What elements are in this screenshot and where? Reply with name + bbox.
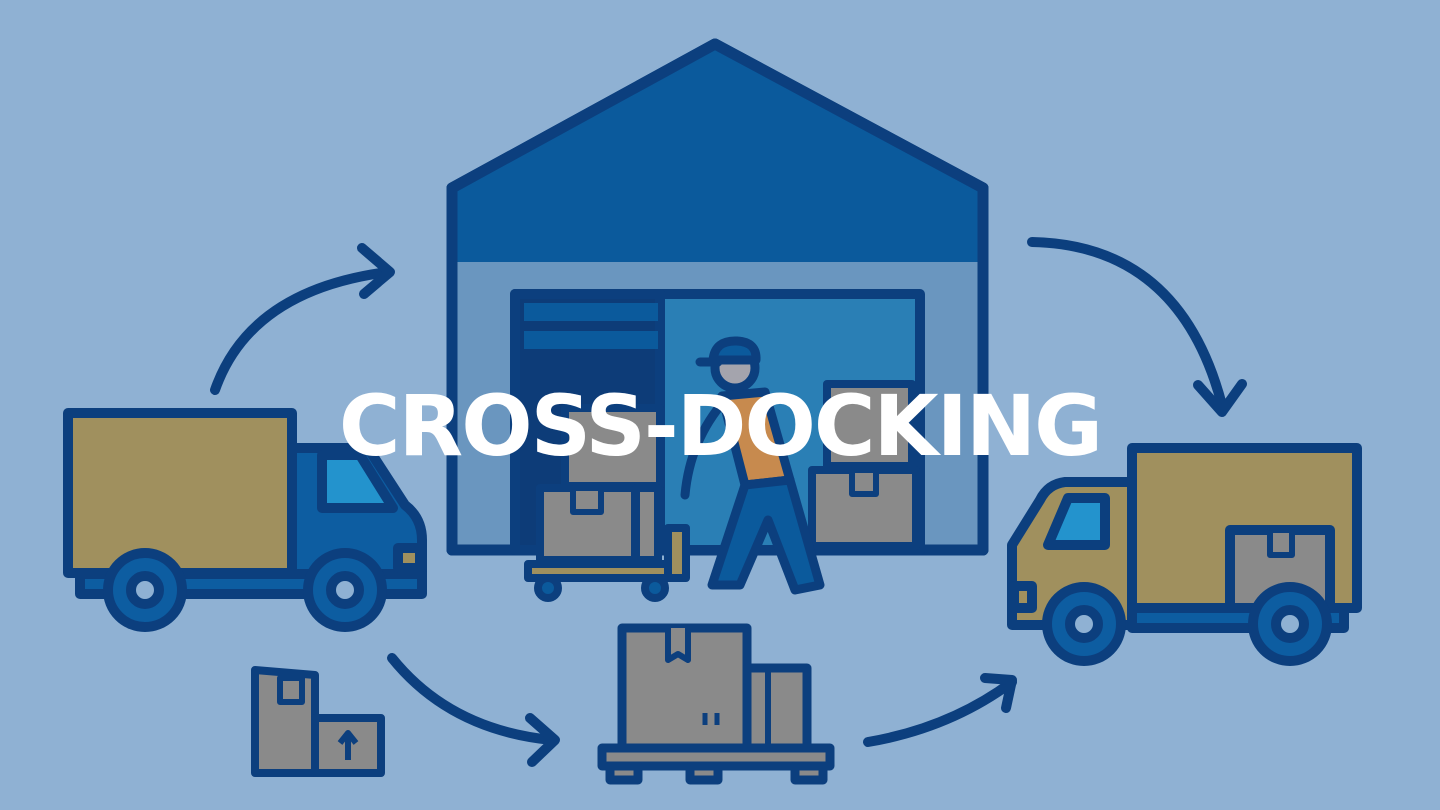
arrow-warehouse-to-truck-icon (1027, 237, 1227, 410)
pallet-icon (597, 623, 835, 785)
small-boxes-icon (251, 666, 385, 777)
inbound-truck-icon (63, 408, 427, 632)
arrow-pallet-to-truck-icon (863, 677, 1017, 747)
flow-arrows (210, 237, 1247, 767)
outbound-truck-icon (1007, 443, 1362, 666)
page-title: CROSS-DOCKING (338, 377, 1103, 475)
worker-icon (680, 336, 825, 595)
arrow-truck-to-warehouse-icon (210, 267, 393, 395)
arrow-boxes-to-pallet-icon (387, 653, 557, 745)
hand-truck-icon (524, 404, 690, 602)
